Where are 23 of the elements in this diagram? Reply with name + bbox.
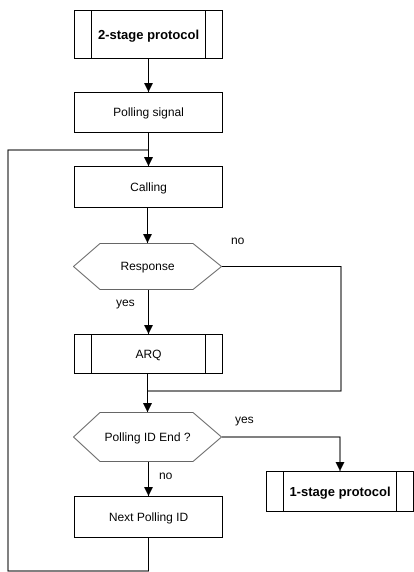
node-text: Next Polling ID	[108, 510, 190, 524]
arrow	[143, 208, 152, 244]
process-box	[74, 166, 223, 208]
subprocess-box	[74, 334, 223, 374]
subprocess-box	[74, 10, 223, 59]
node-text: Polling ID End ?	[103, 430, 192, 444]
node-text: Polling signal	[112, 105, 185, 120]
arrow	[222, 436, 344, 472]
node-text: 2-stage protocol	[96, 27, 200, 42]
subprocess-box	[266, 471, 414, 512]
arrow	[143, 266, 342, 412]
process-box	[74, 92, 223, 133]
arrow	[144, 290, 153, 334]
decision-hexagon	[73, 243, 222, 290]
node-text: Calling	[129, 180, 168, 194]
node-text: ARQ	[134, 346, 162, 362]
node-text: Response	[119, 259, 176, 274]
node-text: 1-stage protocol	[288, 484, 392, 499]
arrow	[8, 150, 153, 572]
decision-hexagon	[73, 412, 222, 462]
arrow	[144, 462, 153, 496]
process-box	[74, 496, 223, 538]
arrow	[144, 58, 153, 92]
